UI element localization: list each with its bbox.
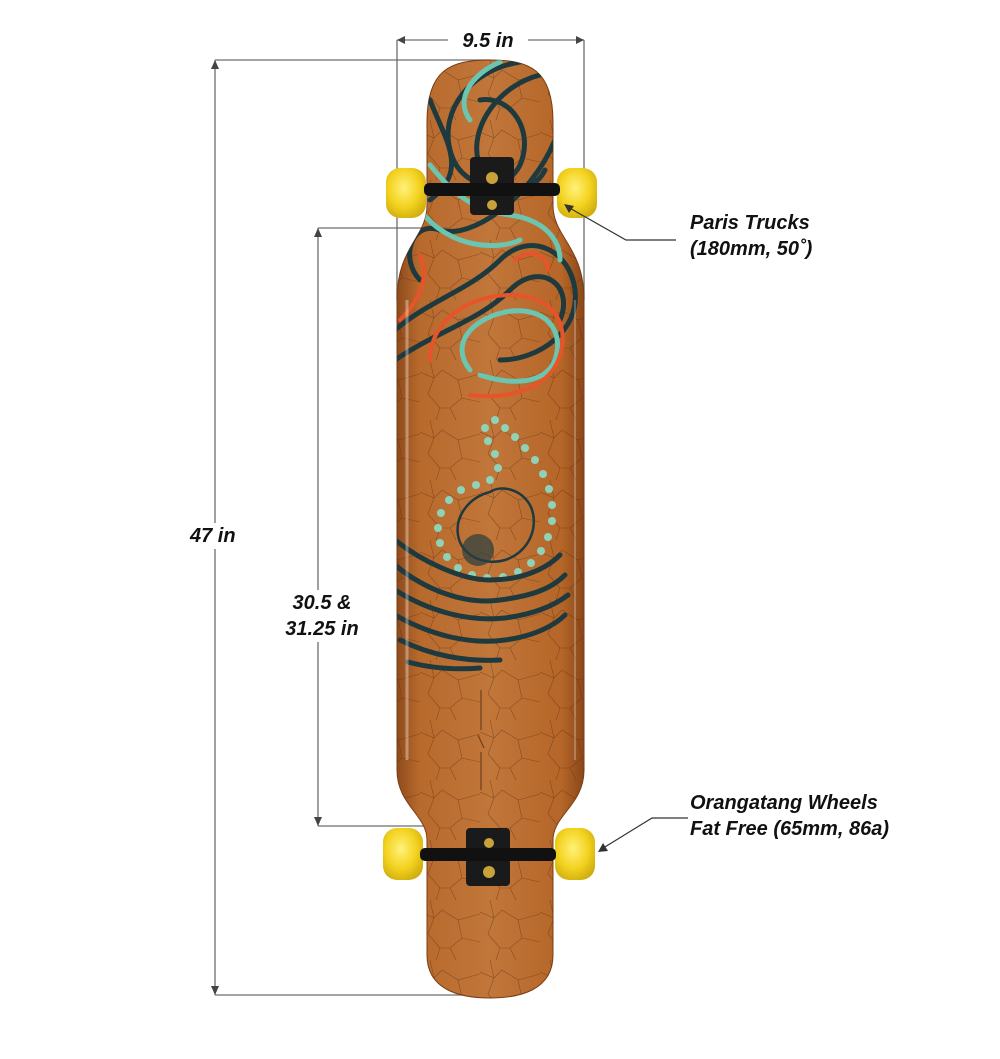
wheelbase-label-line2: 31.25 in (285, 618, 359, 640)
wheels-leader-line (599, 817, 688, 851)
arrow-right-icon (576, 36, 584, 44)
length-label: 47 in (186, 523, 240, 549)
arrow-down-icon (211, 986, 219, 995)
trucks-leader-line (565, 205, 676, 241)
truck-icon (420, 828, 556, 886)
wheelbase-label: 30.5 & 31.25 in (268, 590, 376, 642)
paisley-dots (434, 416, 556, 582)
wheels-callout: Orangatang Wheels Fat Free (65mm, 86a) (690, 790, 889, 842)
arrow-up-icon (211, 60, 219, 69)
wheel-icon (386, 168, 426, 218)
rear-truck-assembly (383, 828, 595, 880)
deck-brand-mark (477, 690, 485, 790)
arrow-icon (564, 204, 574, 213)
width-label: 9.5 in (448, 28, 528, 54)
wheel-icon (557, 168, 597, 218)
arrow-up-icon (314, 228, 322, 237)
truck-icon (424, 157, 560, 215)
wheels-callout-line2: Fat Free (65mm, 86a) (690, 818, 889, 840)
arrow-icon (598, 843, 608, 852)
wheel-icon (555, 828, 595, 880)
paisley-center (462, 534, 494, 566)
trucks-callout-line2: (180mm, 50˚) (690, 238, 813, 260)
wheelbase-label-line1: 30.5 & (292, 592, 352, 614)
trucks-callout-line1: Paris Trucks (690, 212, 810, 234)
arrow-down-icon (314, 817, 322, 826)
arrow-left-icon (397, 36, 405, 44)
trucks-callout: Paris Trucks (180mm, 50˚) (690, 210, 812, 262)
wheel-icon (383, 828, 423, 880)
wheels-callout-line1: Orangatang Wheels (690, 792, 878, 814)
